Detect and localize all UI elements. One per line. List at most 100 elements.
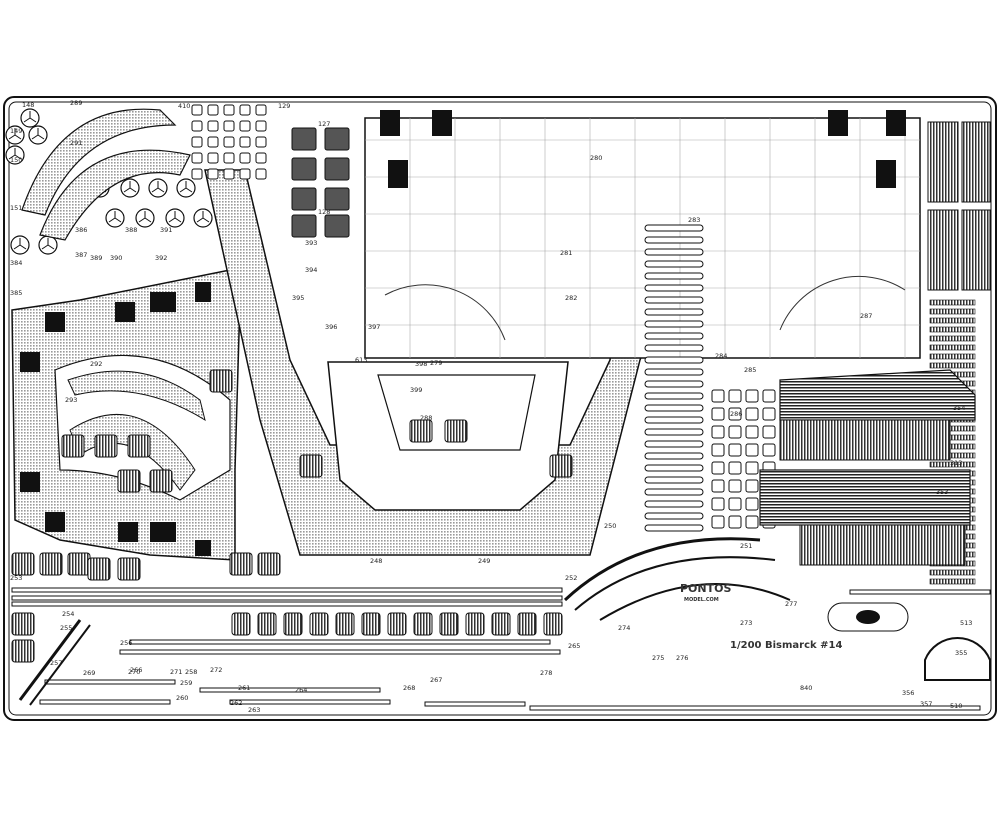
ladder-rung-part (644, 356, 704, 364)
ladder-rung-part (644, 440, 704, 448)
tiny-square (239, 120, 251, 132)
tiny-square (239, 168, 251, 180)
small-bracket (711, 443, 725, 457)
small-bracket (745, 479, 759, 493)
disc-spokes (8, 128, 22, 140)
grille-strip (929, 299, 976, 306)
part-number-label: 385 (10, 289, 22, 297)
part-number-label: 127 (318, 120, 330, 128)
slatted-walkway-lower (759, 469, 971, 566)
fret-title: 1/200 Bismarck #14 (730, 640, 842, 651)
ladder-rung-part (644, 248, 704, 256)
small-bracket (728, 425, 742, 439)
ladder-rung-part (644, 272, 704, 280)
ladder-rung-part (644, 380, 704, 388)
disc-spokes (179, 181, 193, 193)
vent-grille-part (439, 612, 459, 636)
vent-grille-part (517, 612, 537, 636)
vent-grille-part (209, 369, 233, 393)
dark-hatch-group (20, 110, 906, 556)
tiny-square (191, 168, 203, 180)
part-number-label: 395 (292, 294, 304, 302)
part-number-label: 293 (65, 396, 77, 404)
rail-strip (44, 679, 176, 685)
vent-grille-part (409, 419, 433, 443)
vent-grille-part (299, 454, 323, 478)
vent-grille-part (117, 557, 141, 581)
part-number-label: 390 (110, 254, 122, 262)
grille-strip (929, 578, 976, 585)
ladder-rung-part (644, 392, 704, 400)
part-number-label: 386 (75, 226, 87, 234)
part-number-label: 392 (155, 254, 167, 262)
part-number-label: 397 (368, 323, 380, 331)
part-number-label: 260 (176, 694, 188, 702)
tiny-square (191, 152, 203, 164)
vent-grille-part (465, 612, 485, 636)
small-bracket (745, 407, 759, 421)
rail-strip (849, 589, 991, 595)
part-number-label: 254 (62, 610, 74, 618)
part-number-label: 285 (744, 366, 756, 374)
tiny-square (207, 152, 219, 164)
part-number-label: 353 (936, 488, 948, 496)
grille-strip (929, 326, 976, 333)
small-bracket (745, 461, 759, 475)
part-number-label: 128 (318, 208, 330, 216)
part-number-label: 279 (430, 359, 442, 367)
part-number-label: 255 (60, 624, 72, 632)
dark-hatch (380, 110, 400, 136)
rail-strip (229, 699, 391, 705)
small-bracket (728, 497, 742, 511)
dark-hatch (388, 160, 408, 188)
rail-strip (11, 587, 563, 593)
small-bracket (711, 407, 725, 421)
tiny-square (255, 120, 267, 132)
part-number-label: 265 (568, 642, 580, 650)
vent-grille-part (361, 612, 381, 636)
part-number-label: 273 (740, 619, 752, 627)
dark-hatch (886, 110, 906, 136)
part-number-label: 151 (10, 204, 22, 212)
part-number-label: 264 (295, 686, 307, 694)
grille-strip (929, 335, 976, 342)
dark-hatch (828, 110, 848, 136)
part-number-label: 256 (120, 639, 132, 647)
ladder-rung-part (644, 284, 704, 292)
curved-mesh-arc-289 (21, 108, 177, 216)
vent-grille-part (11, 552, 35, 576)
dark-hatch (195, 282, 211, 302)
small-bracket (745, 515, 759, 529)
tiny-square (223, 104, 235, 116)
vent-grille-part (257, 612, 277, 636)
part-number-label: 410 (178, 102, 190, 110)
small-bracket (745, 389, 759, 403)
vent-grille-part (39, 552, 63, 576)
brand-logo: PONTOS (680, 582, 731, 595)
tiny-square (207, 120, 219, 132)
part-number-label: 396 (325, 323, 337, 331)
part-number-label: 387 (75, 251, 87, 259)
ladder-rung-part (644, 236, 704, 244)
small-bracket (728, 461, 742, 475)
small-bracket (728, 479, 742, 493)
part-number-label: 613 (355, 356, 367, 364)
part-number-label: 266 (130, 666, 142, 674)
part-number-label: 357 (920, 700, 932, 708)
part-number-label: 513 (960, 619, 972, 627)
grille-strip (929, 569, 976, 576)
disc-spokes (151, 181, 165, 193)
ladder-rung-part (644, 416, 704, 424)
part-number-label: 248 (370, 557, 382, 565)
disc-spokes (41, 238, 55, 250)
tiny-square (255, 168, 267, 180)
tiny-square (255, 104, 267, 116)
small-bracket (728, 515, 742, 529)
disc-spokes (8, 148, 22, 160)
small-bracket (762, 425, 776, 439)
part-number-label: 267 (430, 676, 442, 684)
part-number-label: 271 (170, 668, 182, 676)
tiny-square (191, 136, 203, 148)
ladder-rung-part (644, 500, 704, 508)
